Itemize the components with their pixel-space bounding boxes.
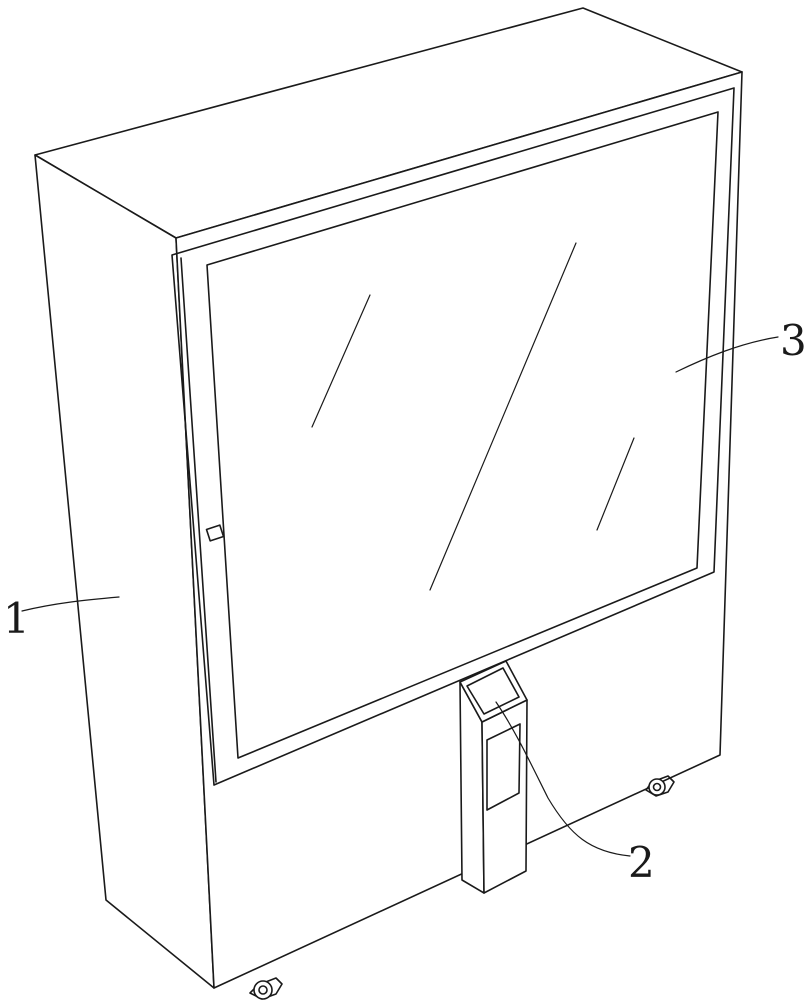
reference-label-1: 1 — [3, 594, 30, 643]
front-caster-wheel — [250, 978, 282, 999]
control-post — [460, 661, 527, 893]
reference-label-3: 3 — [780, 316, 807, 365]
reference-label-2: 2 — [628, 838, 655, 887]
